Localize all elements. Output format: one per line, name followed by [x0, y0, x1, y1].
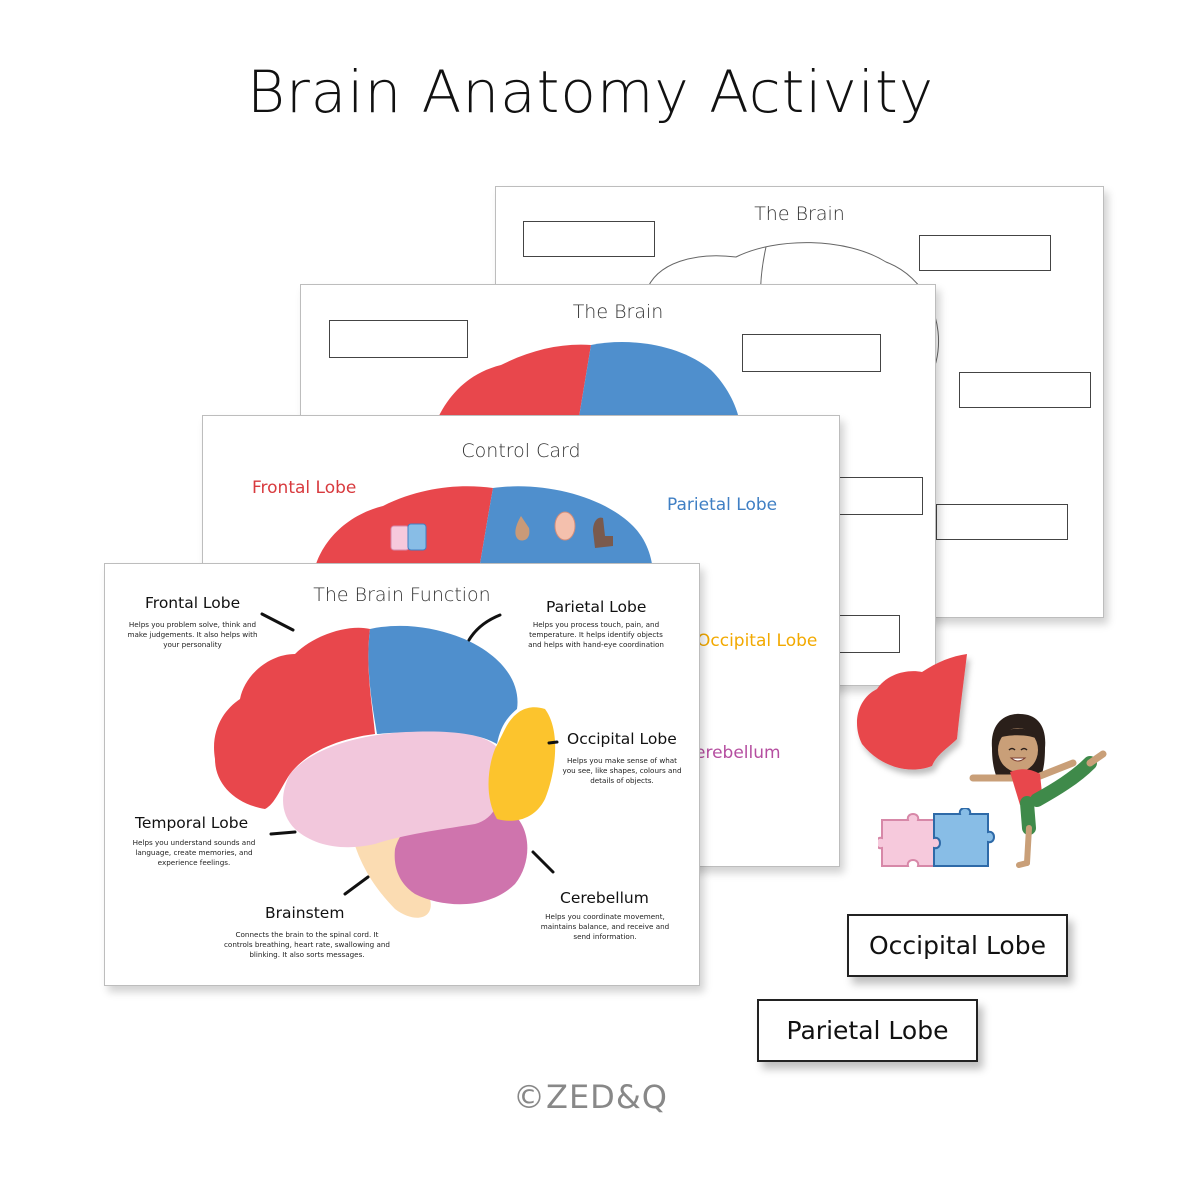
- control-brain-illustration: [313, 486, 653, 576]
- label-box[interactable]: [523, 221, 655, 257]
- parietal-lobe-heading: Parietal Lobe: [546, 598, 647, 616]
- copyright-mark: ©ZED&Q: [513, 1078, 668, 1116]
- temporal-lobe-heading: Temporal Lobe: [135, 814, 249, 832]
- outline-card-title: The Brain: [754, 203, 845, 225]
- label-box[interactable]: [919, 235, 1051, 271]
- label-box[interactable]: [742, 334, 881, 372]
- parietal-lobe-description: Helps you process touch, pain, and tempe…: [528, 620, 664, 649]
- control-label-frontal: Frontal Lobe: [252, 478, 357, 498]
- frontal-lobe-heading: Frontal Lobe: [145, 594, 241, 612]
- control-label-parietal: Parietal Lobe: [667, 495, 778, 515]
- label-box[interactable]: [329, 320, 468, 358]
- frontal-lobe-description: Helps you problem solve, think and make …: [127, 620, 258, 649]
- frontal-lobe-piece[interactable]: [852, 654, 977, 779]
- control-label-cerebellum: erebellum: [695, 743, 781, 763]
- temporal-lobe-description: Helps you understand sounds and language…: [132, 838, 256, 867]
- occipital-lobe-description: Helps you make sense of what you see, li…: [562, 756, 682, 785]
- function-brain-illustration: [214, 625, 556, 918]
- control-card-title: Control Card: [461, 440, 581, 462]
- function-card-title: The Brain Function: [313, 584, 491, 606]
- brainstem-heading: Brainstem: [265, 904, 345, 922]
- occipital-lobe-heading: Occipital Lobe: [567, 730, 677, 748]
- function-pointer-lines: [260, 612, 559, 896]
- girl-yoga-illustration: [969, 713, 1107, 868]
- brain-function-card: The Brain Function Frontal Lobe Helps yo…: [104, 563, 700, 986]
- colored-card-title: The Brain: [572, 301, 664, 323]
- cerebellum-heading: Cerebellum: [560, 889, 649, 907]
- tag-parietal-lobe[interactable]: Parietal Lobe: [757, 999, 978, 1062]
- cerebellum-description: Helps you coordinate movement, maintains…: [540, 912, 670, 941]
- control-label-occipital: Occipital Lobe: [697, 631, 818, 651]
- colored-brain-illustration: [431, 342, 741, 435]
- jigsaw-pieces-icon: [878, 808, 995, 867]
- page-title: Brain Anatomy Activity: [246, 58, 935, 126]
- brainstem-description: Connects the brain to the spinal cord. I…: [223, 930, 390, 959]
- tag-occipital-lobe[interactable]: Occipital Lobe: [847, 914, 1068, 977]
- label-box[interactable]: [959, 372, 1091, 408]
- label-box[interactable]: [936, 504, 1068, 540]
